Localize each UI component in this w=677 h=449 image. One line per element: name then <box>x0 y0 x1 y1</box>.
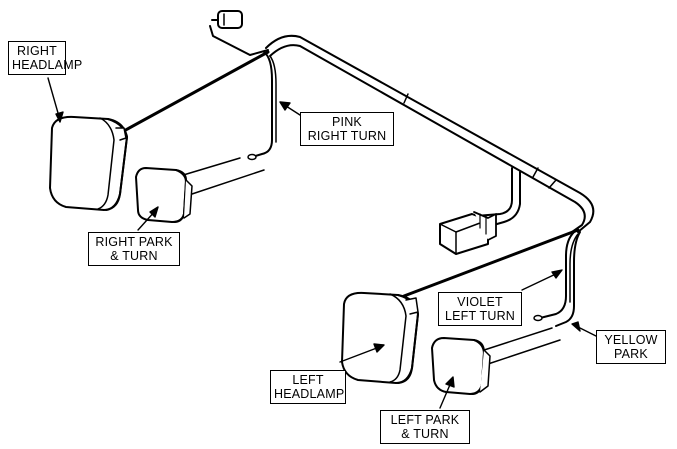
leader-arrows <box>47 77 597 409</box>
label-line: RIGHT TURN <box>307 129 387 143</box>
middle-connector <box>439 167 521 255</box>
label-line: LEFT TURN <box>444 309 516 323</box>
label-line: LEFT <box>292 373 324 387</box>
label-line: VIOLET <box>457 295 503 309</box>
label-line: YELLOW <box>604 333 658 347</box>
label-line: & TURN <box>110 249 158 263</box>
label-line: HEADLAMP <box>274 387 345 401</box>
top-connector <box>209 10 269 56</box>
left-park-lamp <box>431 337 491 395</box>
label-line: RIGHT <box>17 44 57 58</box>
label-left-park-turn: LEFT PARK & TURN <box>380 410 470 444</box>
right-park-lamp <box>135 167 193 223</box>
label-line: PARK <box>614 347 648 361</box>
violet-left-turn-wire <box>539 231 575 319</box>
right-headlamp <box>49 115 128 211</box>
main-harness-trunk <box>265 34 595 233</box>
label-right-headlamp: RIGHT HEADLAMP <box>8 41 83 75</box>
yellow-park-wire <box>555 231 581 327</box>
label-violet-left-turn: VIOLET LEFT TURN <box>438 292 522 326</box>
right-headlamp-wire <box>120 50 270 134</box>
label-line: HEADLAMP <box>12 58 83 72</box>
label-left-headlamp: LEFT HEADLAMP <box>270 370 346 404</box>
label-line: RIGHT PARK <box>95 235 173 249</box>
left-headlamp <box>341 291 419 384</box>
pink-right-turn-wire <box>251 51 273 158</box>
left-headlamp-wire <box>402 228 580 298</box>
label-pink-right-turn: PINK RIGHT TURN <box>300 112 394 146</box>
label-line: & TURN <box>401 427 449 441</box>
label-line: PINK <box>332 115 362 129</box>
label-yellow-park: YELLOW PARK <box>596 330 666 364</box>
label-line: LEFT PARK <box>390 413 460 427</box>
label-right-park-turn: RIGHT PARK & TURN <box>88 232 180 266</box>
